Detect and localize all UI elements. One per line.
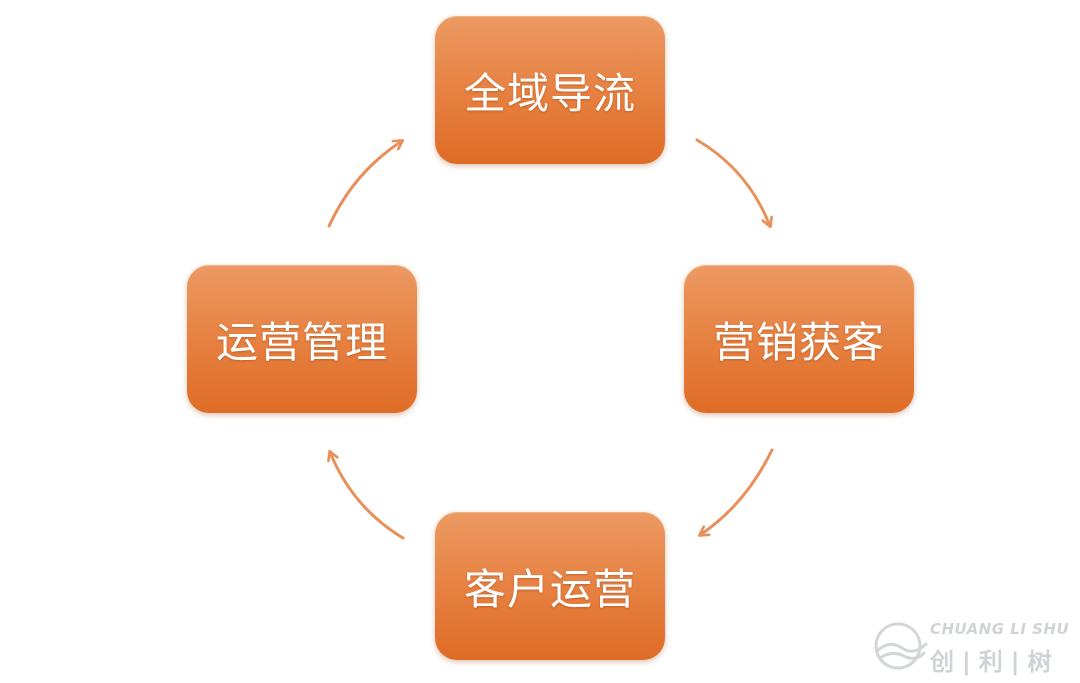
arrow-top-to-right — [695, 138, 770, 226]
watermark-text-en: CHUANG LI SHU — [930, 620, 1070, 638]
node-bottom: 客户运营 — [435, 512, 665, 660]
arrow-left-to-top — [327, 141, 402, 228]
node-bottom-label: 客户运营 — [463, 564, 636, 614]
arrow-bottom-to-left — [330, 452, 405, 540]
node-right-label: 营销获客 — [712, 317, 885, 367]
node-left: 运营管理 — [187, 265, 417, 413]
node-right: 营销获客 — [684, 265, 914, 413]
watermark: CHUANG LI SHU 创|利|树 — [872, 616, 1072, 676]
watermark-logo-icon — [874, 622, 928, 670]
node-left-label: 运营管理 — [215, 317, 388, 367]
node-top-label: 全域导流 — [463, 68, 636, 118]
node-top: 全域导流 — [435, 16, 665, 164]
arrow-right-to-bottom — [700, 448, 774, 535]
watermark-text-cn: 创|利|树 — [930, 648, 1060, 676]
